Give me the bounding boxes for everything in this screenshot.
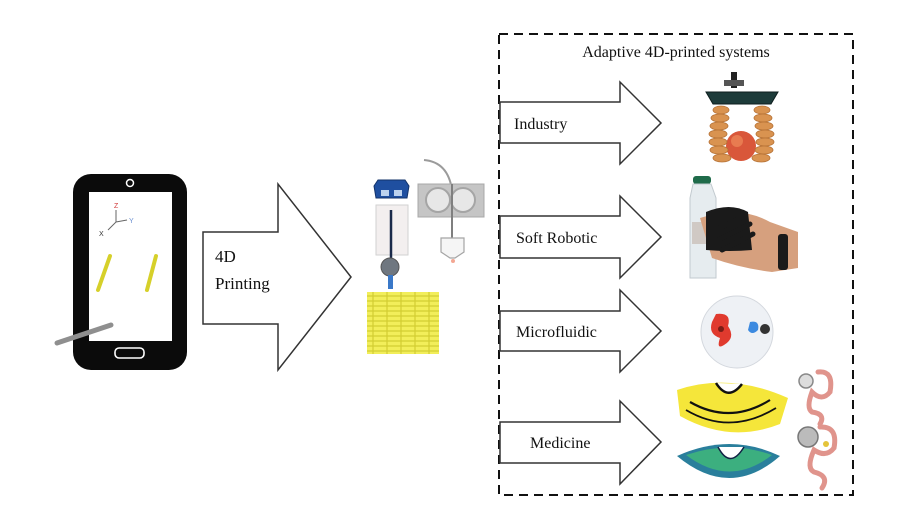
phone-home-button (114, 347, 145, 359)
printed-rod-right (145, 254, 158, 292)
process-label-line1: 4D (215, 247, 236, 266)
application-arrow-medicine: Medicine (499, 399, 663, 486)
process-label-line2: Printing (215, 274, 270, 293)
soft-robotic-glove-image (689, 176, 798, 279)
phone-screen (89, 192, 172, 341)
soft-gripper-image (705, 72, 779, 163)
axis-z-label: Z (114, 203, 119, 210)
4d-printing-arrow: 4D Printing (202, 181, 352, 373)
printed-scaffold-lattice (367, 292, 439, 354)
filament-extruder-icon (417, 159, 485, 263)
axis-y-label: Y (129, 218, 134, 225)
adaptive-systems-title: Adaptive 4D-printed systems (582, 44, 770, 61)
stomach-implant-image (797, 369, 838, 491)
application-label: Industry (514, 116, 567, 133)
medical-stent-image (677, 382, 788, 478)
axis-x-label: X (99, 231, 104, 238)
application-arrow-microfluidic: Microfluidic (499, 288, 663, 374)
xyz-axes-icon: Z Y X (99, 203, 134, 238)
application-arrow-industry: Industry (499, 80, 663, 166)
printed-rod-left (96, 254, 112, 292)
3d-printer-illustration (367, 159, 485, 354)
application-label: Soft Robotic (516, 230, 597, 247)
stylus-icon (54, 322, 114, 346)
adaptive-systems-box (498, 33, 854, 496)
application-label: Microfluidic (516, 324, 597, 341)
application-arrow-soft-robotic: Soft Robotic (499, 194, 663, 280)
phone-camera-icon (125, 178, 135, 188)
microfluidic-chip-image (700, 295, 774, 369)
application-label: Medicine (530, 435, 590, 452)
syringe-icon (373, 179, 410, 289)
smartphone-icon: Z Y X (54, 174, 187, 370)
